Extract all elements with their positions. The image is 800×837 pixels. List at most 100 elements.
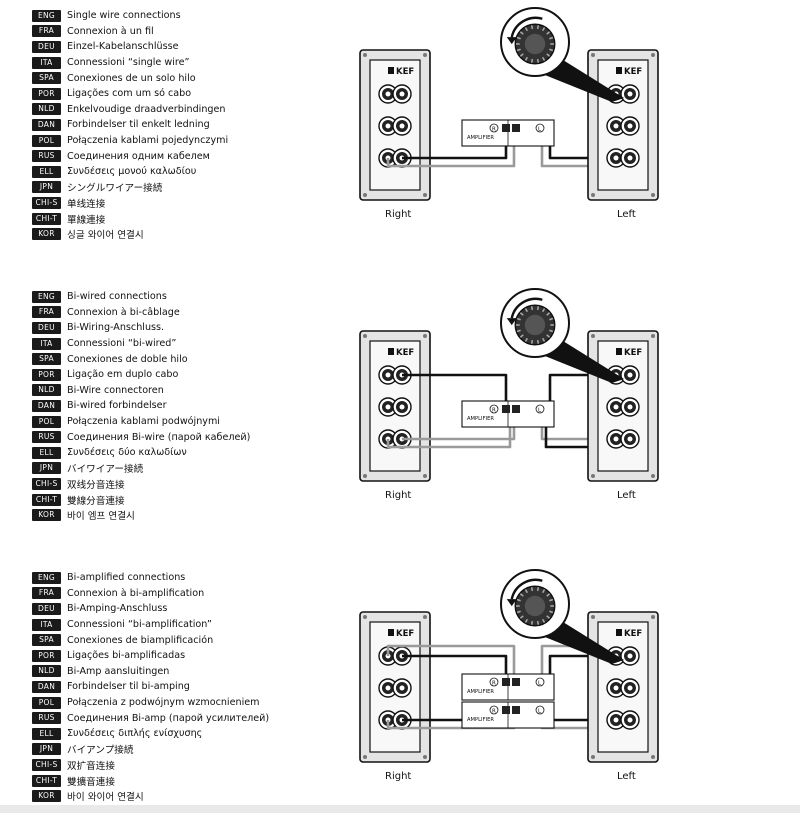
language-code-badge: JPN — [32, 462, 61, 475]
language-code-badge: POL — [32, 415, 61, 428]
binding-post — [378, 116, 398, 136]
language-code-badge: FRA — [32, 587, 61, 600]
connection-label: Ligação em duplo cabo — [67, 369, 179, 381]
connection-label: 싱글 와이어 연결시 — [67, 230, 144, 242]
connection-label: Connessioni “bi-amplification” — [67, 619, 212, 631]
language-code-badge: ITA — [32, 337, 61, 350]
connection-label: Bi-wired forbindelser — [67, 400, 167, 412]
language-code-badge: ENG — [32, 9, 61, 22]
language-code-badge: ENG — [32, 290, 61, 303]
binding-post — [392, 116, 412, 136]
connection-label: 雙擴音連接 — [67, 776, 115, 788]
language-code-badge: DAN — [32, 399, 61, 412]
screw — [591, 755, 595, 759]
binding-post — [620, 397, 640, 417]
left-speaker-label: Left — [617, 209, 636, 220]
kef-logo-mark — [388, 348, 394, 355]
amplifier-label: AMPLIFIER — [467, 717, 494, 723]
language-code-badge: JPN — [32, 743, 61, 756]
amp-output-block — [512, 405, 520, 413]
channel-r-marker — [489, 404, 499, 414]
language-code-badge: RUS — [32, 150, 61, 163]
speaker-left: KEF — [587, 611, 659, 763]
connection-label: Enkelvoudige draadverbindingen — [67, 103, 226, 115]
binding-post — [378, 365, 398, 385]
language-row: JPN バイアンプ接続 — [32, 742, 332, 758]
language-code-badge: ELL — [32, 446, 61, 459]
screw — [423, 615, 427, 619]
connection-label: バイアンプ接続 — [67, 745, 134, 757]
screw — [591, 193, 595, 197]
connection-label: Single wire connections — [67, 10, 181, 22]
connection-label: Συνδέσεις διπλής ενίσχυσης — [67, 728, 203, 740]
connection-label: Соединения Bi-wire (парой кабелей) — [67, 431, 251, 443]
binding-post — [620, 646, 640, 666]
channel-l-marker — [535, 677, 545, 687]
binding-post — [392, 397, 412, 417]
binding-post — [378, 678, 398, 698]
language-code-badge: KOR — [32, 228, 61, 241]
connection-label: Connessioni “single wire” — [67, 57, 190, 69]
kef-logo-text: KEF — [624, 348, 642, 358]
language-code-badge: POR — [32, 87, 61, 100]
language-code-badge: ELL — [32, 727, 61, 740]
screw — [591, 474, 595, 478]
language-code-badge: RUS — [32, 712, 61, 725]
connection-label: Bi-Amp aansluitingen — [67, 665, 170, 677]
language-code-badge: NLD — [32, 384, 61, 397]
channel-r-marker-text: R — [492, 680, 496, 686]
screw — [651, 193, 655, 197]
speaker-right: KEF — [359, 330, 431, 482]
binding-post — [392, 84, 412, 104]
arrow-head-icon — [506, 599, 517, 607]
language-code-badge: CHI-T — [32, 774, 61, 787]
kef-logo-mark — [388, 67, 394, 74]
language-row: KOR 싱글 와이어 연결시 — [32, 226, 332, 242]
bottom-divider — [0, 805, 800, 813]
connection-label: Соединения одним кабелем — [67, 150, 210, 162]
screw — [363, 334, 367, 338]
language-code-badge: CHI-S — [32, 196, 61, 209]
connection-label: Conexiones de un solo hilo — [67, 72, 196, 84]
channel-r-marker-text: R — [492, 126, 496, 132]
screw — [363, 53, 367, 57]
language-row: POL Połączenia kablami podwójnymi — [32, 414, 332, 430]
speaker-left: KEF — [587, 49, 659, 201]
language-code-badge: JPN — [32, 181, 61, 194]
binding-post — [620, 429, 640, 449]
kef-logo-mark — [616, 629, 622, 636]
screw — [651, 53, 655, 57]
screw — [591, 615, 595, 619]
amp-output-block — [512, 706, 520, 714]
speaker-right: KEF — [359, 49, 431, 201]
connection-label: Połączenia kablami podwójnymi — [67, 416, 220, 428]
binding-post — [606, 397, 626, 417]
channel-r-marker — [489, 705, 499, 715]
kef-logo-text: KEF — [396, 348, 414, 358]
connection-label: Połączenia kablami pojedynczymi — [67, 135, 229, 147]
channel-r-marker — [489, 677, 499, 687]
